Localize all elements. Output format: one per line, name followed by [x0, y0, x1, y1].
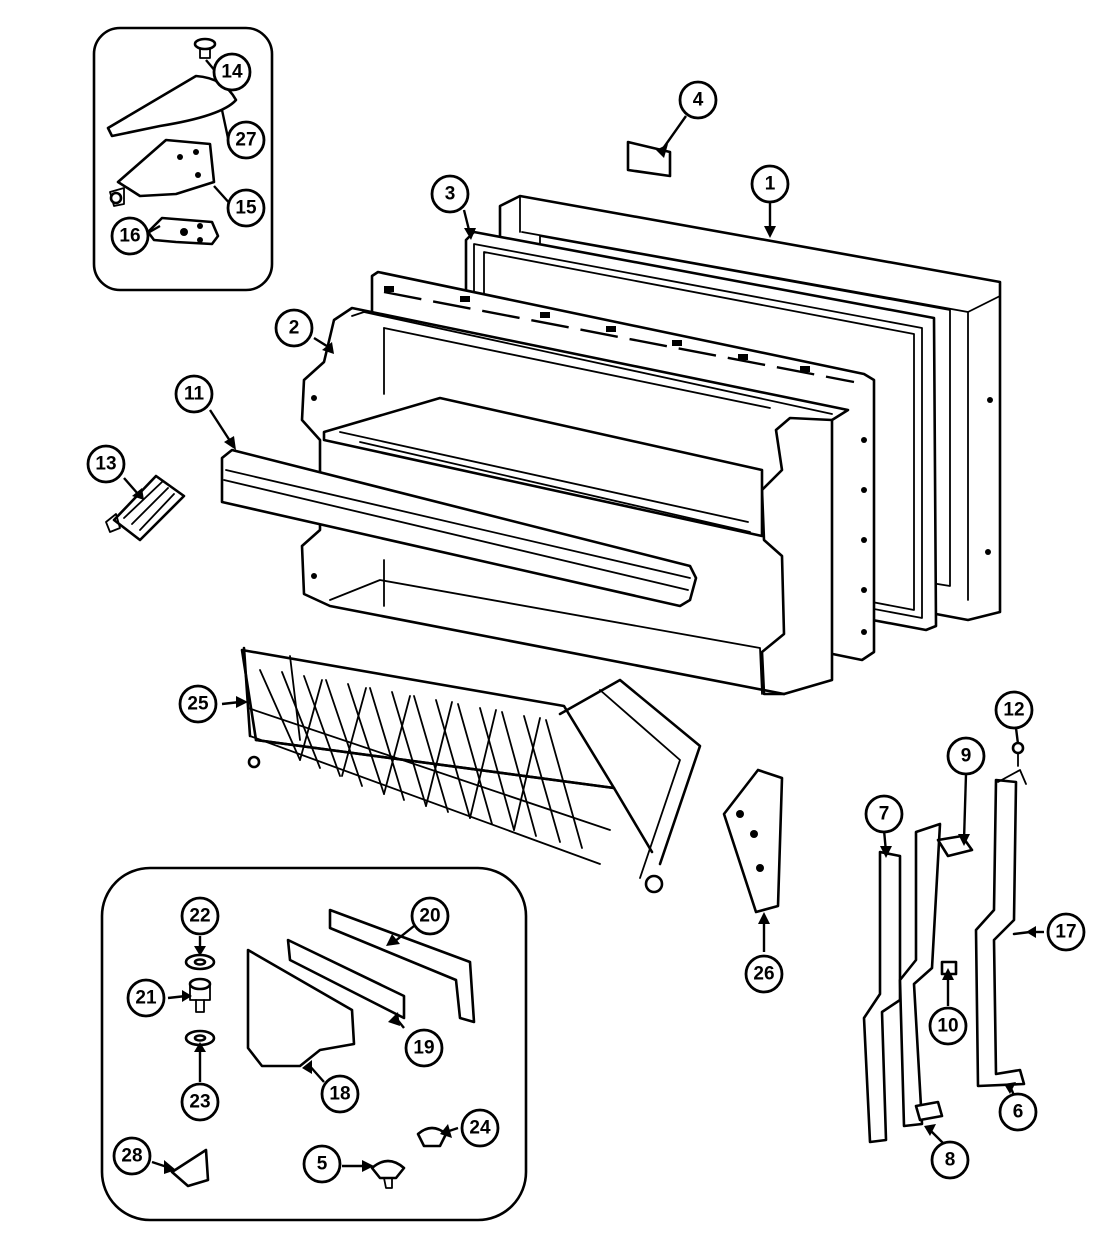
callout-23: 23: [180, 1082, 220, 1122]
part-18-handle-bracket: [246, 948, 356, 1068]
part-25-wire-basket: [240, 646, 702, 894]
svg-text:2: 2: [289, 318, 300, 339]
leader-lines: [123, 59, 1044, 1174]
svg-text:20: 20: [419, 906, 440, 927]
part-27-hinge-cover: [106, 74, 238, 138]
svg-text:7: 7: [879, 804, 890, 825]
callout-1: 1: [750, 164, 790, 204]
callout-4: 4: [678, 80, 718, 120]
svg-text:17: 17: [1055, 922, 1076, 943]
callout-13: 13: [86, 444, 126, 484]
callout-10: 10: [928, 1006, 968, 1046]
part-24-plug: [416, 1126, 448, 1148]
callout-17: 17: [1046, 912, 1086, 952]
callout-16: 16: [110, 216, 150, 256]
callout-21: 21: [126, 978, 166, 1018]
part-6-door-end-cap: [974, 769, 1027, 1088]
svg-text:27: 27: [235, 130, 256, 151]
callout-28: 28: [112, 1136, 152, 1176]
part-26-door-bracket: [722, 768, 784, 914]
svg-text:14: 14: [221, 62, 243, 83]
svg-text:23: 23: [189, 1092, 210, 1113]
svg-text:19: 19: [413, 1038, 434, 1059]
part-28-clip: [170, 1148, 210, 1188]
svg-text:22: 22: [189, 906, 210, 927]
svg-text:1: 1: [765, 174, 776, 195]
svg-text:18: 18: [329, 1084, 350, 1105]
svg-text:3: 3: [445, 184, 456, 205]
part-22-washer: [184, 953, 216, 971]
callout-11: 11: [174, 374, 214, 414]
svg-text:13: 13: [95, 454, 116, 475]
svg-text:15: 15: [235, 198, 257, 219]
callout-9: 9: [946, 736, 986, 776]
callout-27: 27: [226, 120, 266, 160]
part-20-handle-plate: [328, 908, 476, 1024]
svg-text:28: 28: [121, 1146, 142, 1167]
part-7-door-trim-strip: [862, 850, 902, 1144]
callout-19: 19: [404, 1028, 444, 1068]
svg-text:4: 4: [693, 90, 704, 111]
callout-12: 12: [994, 690, 1034, 730]
callout-24: 24: [460, 1108, 500, 1148]
callout-6: 6: [998, 1092, 1038, 1132]
callout-15: 15: [226, 188, 266, 228]
part-19-spacer-plate: [286, 938, 406, 1020]
callout-20: 20: [410, 896, 450, 936]
callout-26: 26: [744, 954, 784, 994]
svg-text:25: 25: [187, 694, 209, 715]
callout-14: 14: [212, 52, 252, 92]
svg-text:16: 16: [119, 226, 140, 247]
hinge-parts-inset-frame: [92, 26, 274, 292]
part-12-screw: [1011, 741, 1025, 767]
part-16-mount-plate: [146, 216, 220, 246]
part-21-stud: [188, 977, 212, 1013]
callout-2: 2: [274, 308, 314, 348]
part-11-door-shelf-rail: [220, 448, 698, 608]
svg-text:12: 12: [1003, 700, 1024, 721]
svg-text:5: 5: [317, 1154, 328, 1175]
part-14-pin: [193, 37, 217, 59]
part-8-door-stop-bracket: [898, 822, 944, 1128]
svg-text:9: 9: [961, 746, 972, 767]
part-15-hinge-plate: [109, 138, 216, 207]
callout-25: 25: [178, 684, 218, 724]
svg-text:6: 6: [1013, 1102, 1024, 1123]
callout-8: 8: [930, 1140, 970, 1180]
handle-parts-inset-frame: [100, 866, 528, 1222]
svg-text:8: 8: [945, 1150, 956, 1171]
part-5-plug: [370, 1159, 406, 1189]
svg-text:24: 24: [469, 1118, 491, 1139]
callout-3: 3: [430, 174, 470, 214]
svg-text:21: 21: [135, 988, 157, 1009]
part-13-retainer-clip: [105, 474, 186, 542]
part-2-inner-door-liner: [300, 270, 876, 696]
callout-7: 7: [864, 794, 904, 834]
callout-18: 18: [320, 1074, 360, 1114]
svg-text:10: 10: [937, 1016, 958, 1037]
svg-text:26: 26: [753, 964, 774, 985]
callout-22: 22: [180, 896, 220, 936]
svg-text:11: 11: [184, 384, 205, 405]
callout-5: 5: [302, 1144, 342, 1184]
